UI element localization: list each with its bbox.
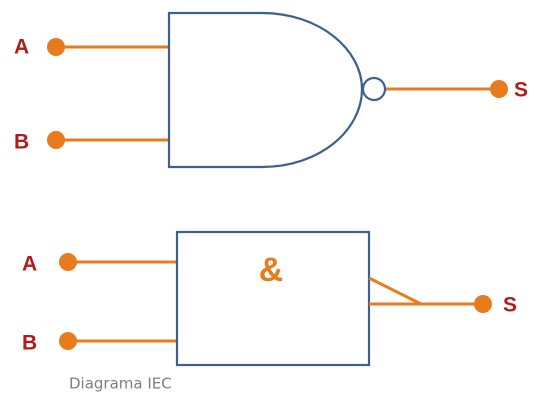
iec-output-terminal [474,295,492,313]
nand-inversion-bubble [361,76,387,102]
iec-input-a-label: A [22,253,37,276]
nand-input-a-label: A [14,36,29,59]
nand-input-a-terminal [47,38,65,56]
nand-gate-body [167,11,364,169]
iec-gate-diagram: A B & S Diagrama IEC [22,230,517,393]
iec-and-symbol: & [259,251,284,289]
iec-input-a-terminal [59,253,77,271]
iec-diagram-caption: Diagrama IEC [69,375,172,393]
iec-gate-body [175,230,371,367]
nand-input-b-terminal [47,131,65,149]
iec-output-label: S [503,294,517,317]
nand-output-terminal [490,80,508,98]
nand-input-b-label: B [14,131,29,154]
nand-gate-diagram: A B S [14,11,528,169]
nand-output-label: S [514,79,528,102]
iec-negation-indicator [368,276,422,306]
iec-input-b-terminal [59,332,77,350]
iec-input-b-label: B [22,332,37,355]
